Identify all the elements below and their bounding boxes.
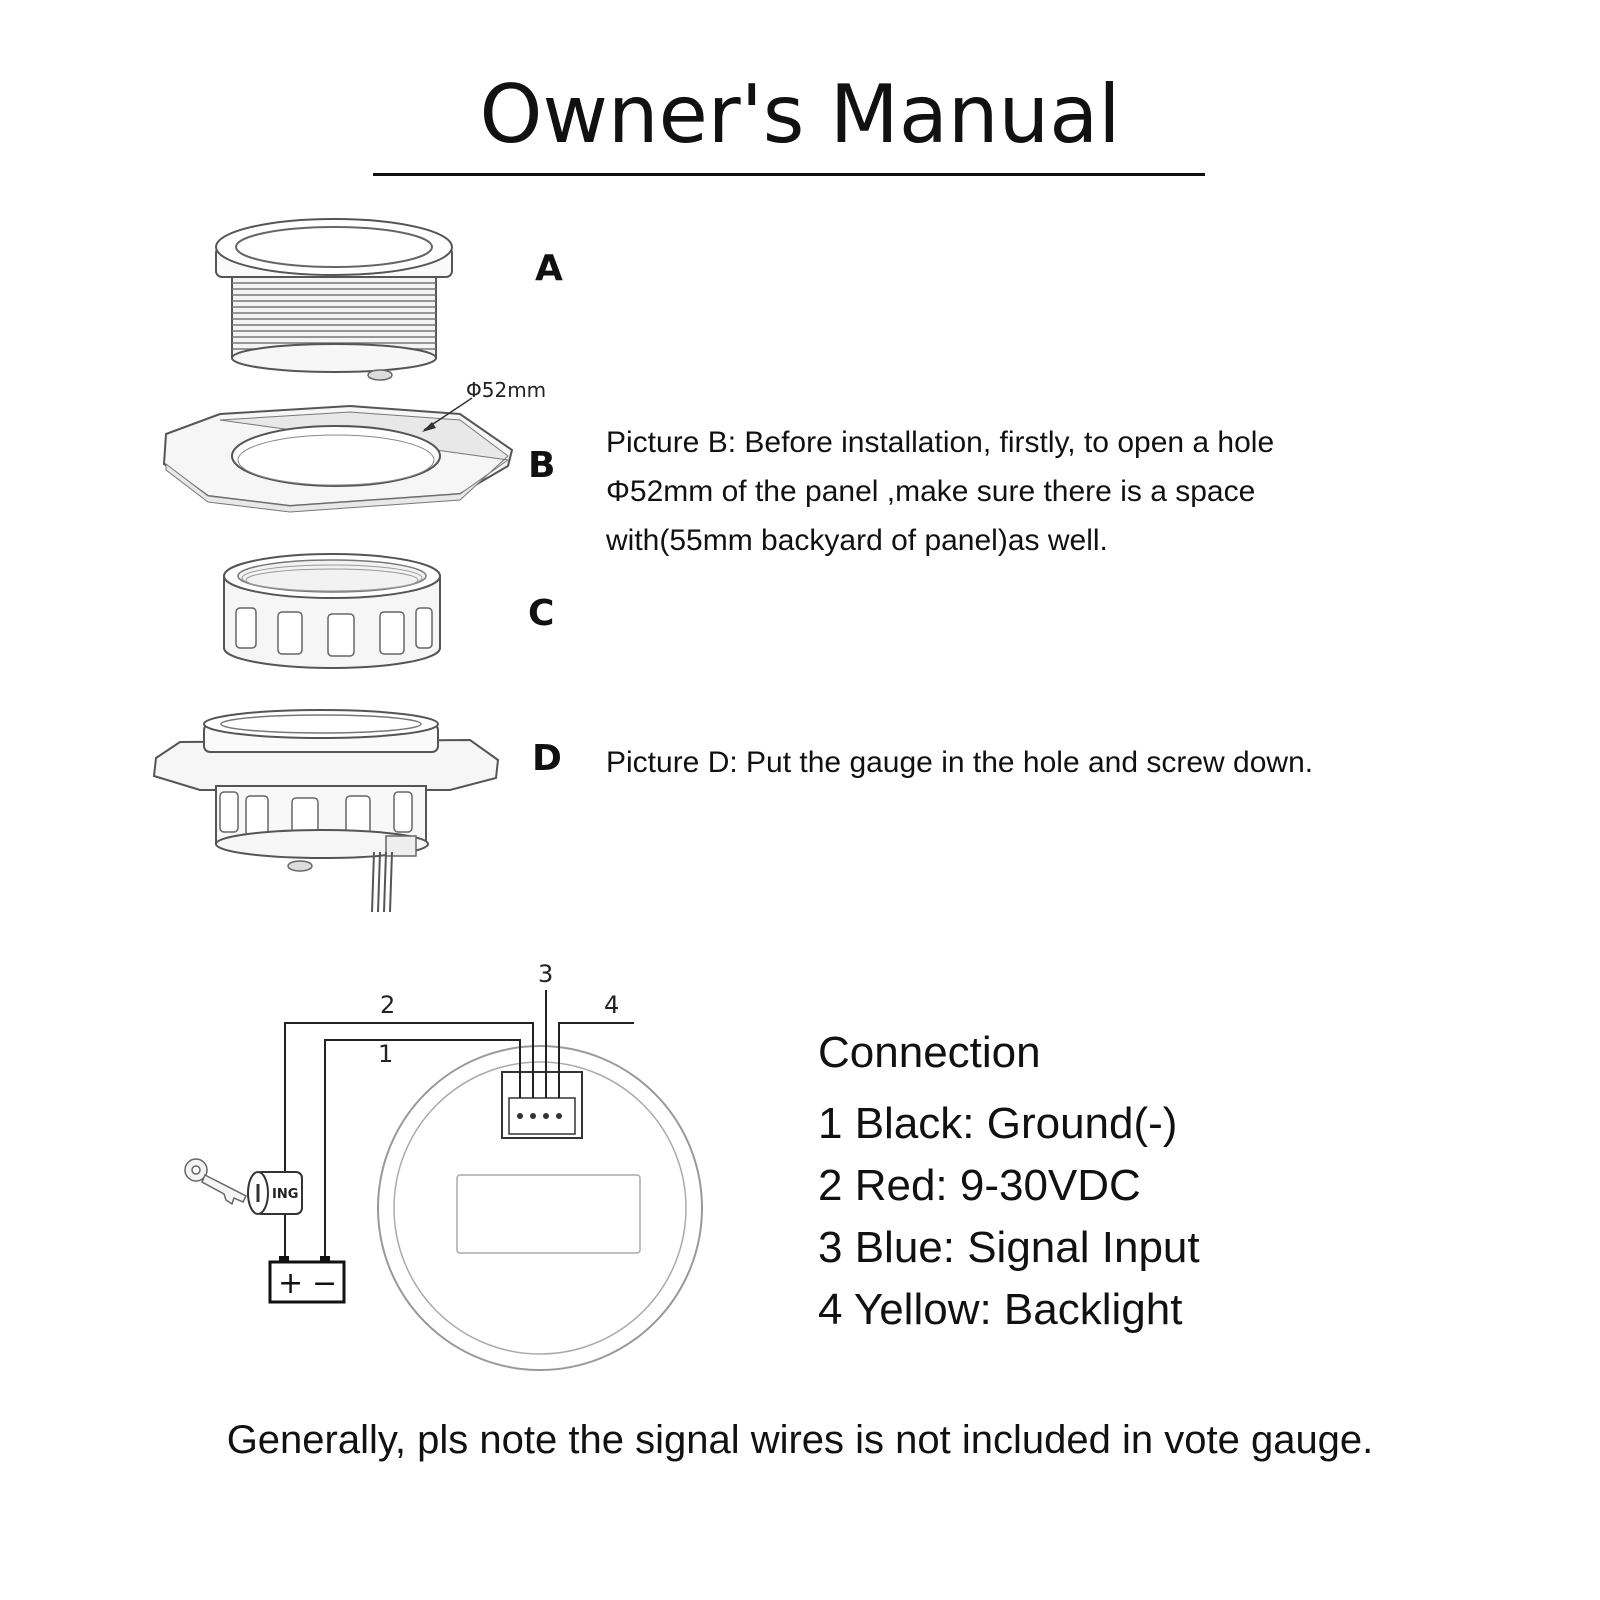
connection-item: 3 Blue: Signal Input: [818, 1223, 1200, 1272]
picture-d-description: Picture D: Put the gauge in the hole and…: [606, 746, 1314, 779]
wire-2: [284, 1022, 534, 1262]
ignition-label: ING: [272, 1187, 298, 1202]
wire-number-2: 2: [380, 991, 395, 1019]
ignition-switch: ING: [247, 1171, 303, 1215]
wire-1: [324, 1039, 521, 1262]
connection-list: 1 Black: Ground(-) 2 Red: 9-30VDC 3 Blue…: [818, 1093, 1200, 1341]
wire-number-4: 4: [604, 991, 619, 1019]
wire-number-1: 1: [378, 1040, 393, 1068]
battery-minus-label: −: [312, 1266, 337, 1301]
wire-number-3: 3: [538, 960, 553, 988]
hole-diameter-label: Φ52mm: [466, 378, 547, 402]
connection-item: 4 Yellow: Backlight: [818, 1285, 1183, 1334]
wire-4: [558, 1022, 634, 1098]
mounting-nut-illustration: [223, 553, 441, 669]
part-d-label: D: [532, 738, 562, 779]
gauge-display-window: [456, 1174, 641, 1254]
part-c-label: C: [528, 593, 555, 634]
part-a-label: A: [535, 248, 563, 289]
key-icon: [184, 1158, 248, 1206]
connection-title: Connection: [818, 1028, 1041, 1077]
assembled-gauge-illustration: [152, 709, 500, 913]
footer-note: Generally, pls note the signal wires is …: [226, 1418, 1374, 1462]
page-title: Owner's Manual: [479, 68, 1121, 161]
gauge-body-illustration: [215, 218, 453, 381]
title-underline: [373, 173, 1205, 176]
connection-item: 2 Red: 9-30VDC: [818, 1161, 1141, 1210]
part-b-label: B: [528, 445, 556, 486]
battery-icon: + −: [268, 1256, 346, 1304]
picture-b-line: with(55mm backyard of panel)as well.: [606, 524, 1108, 557]
mounting-panel-illustration: [162, 397, 514, 513]
picture-b-description: Picture B: Before installation, firstly,…: [606, 418, 1506, 565]
picture-b-line: Φ52mm of the panel ,make sure there is a…: [606, 475, 1256, 508]
connection-item: 1 Black: Ground(-): [818, 1099, 1178, 1148]
battery-plus-label: +: [278, 1266, 303, 1301]
picture-b-line: Picture B: Before installation, firstly,…: [606, 426, 1275, 459]
